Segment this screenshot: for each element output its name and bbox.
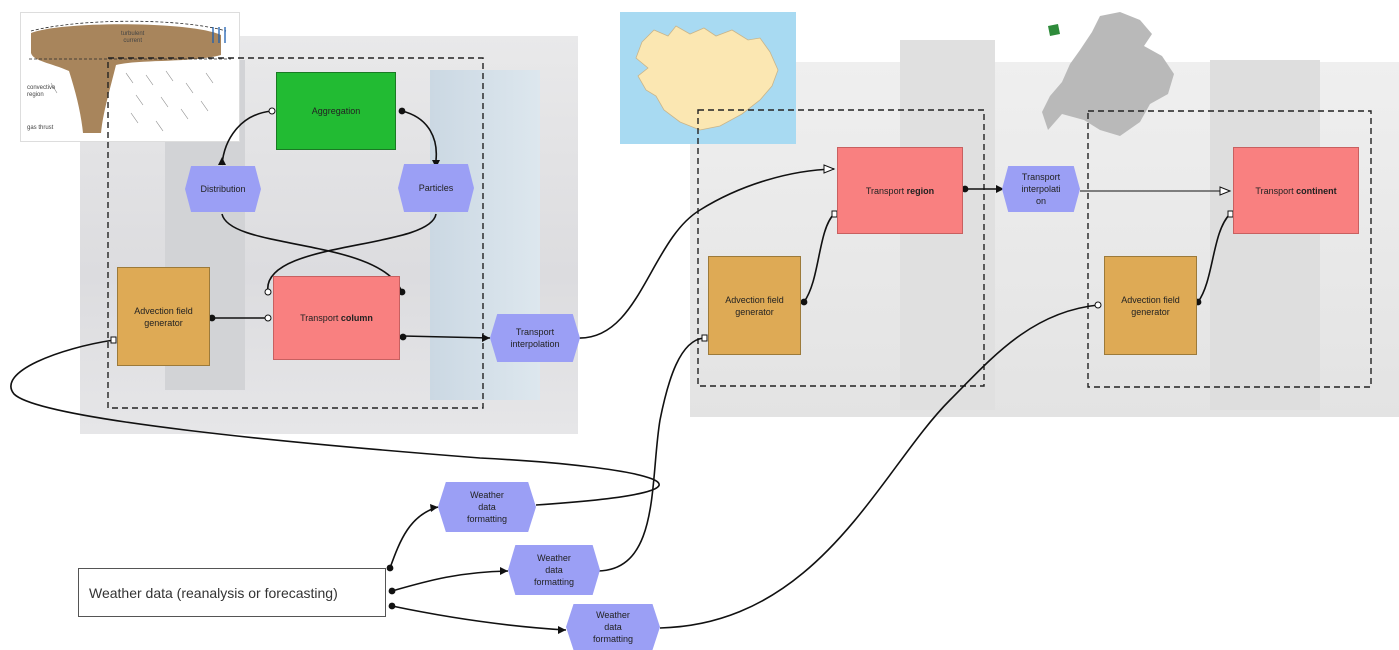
weather-data-source-label: Weather data (reanalysis or forecasting) [89, 584, 338, 601]
iceland-map [620, 12, 796, 144]
edge-interp-region [577, 168, 835, 339]
edge-formatting1-left-advection [10, 339, 660, 506]
edge-cross-2 [267, 213, 437, 293]
plume-label-gas-thrust: gas thrust [27, 125, 54, 131]
port [264, 314, 272, 322]
middle-transport-interpolation-label: Transport interpolati on [1021, 172, 1061, 206]
port [961, 185, 969, 193]
port [386, 564, 394, 572]
arrow-head [218, 157, 226, 165]
arrow-head [823, 164, 836, 174]
plume-diagram: turbulent current convective region gas … [20, 12, 240, 142]
transport-column-prefix: Transport [300, 313, 341, 323]
weather-data-source[interactable]: Weather data (reanalysis or forecasting) [78, 568, 386, 617]
arrow-head [558, 626, 566, 634]
middle-transport-interpolation-node[interactable]: Transport interpolati on [1002, 166, 1080, 212]
port [399, 333, 407, 341]
transport-continent-node[interactable]: Transport continent [1233, 147, 1359, 234]
port [110, 336, 117, 344]
server-rack-right-2 [1210, 60, 1320, 410]
transport-region-prefix: Transport [865, 185, 907, 196]
arrow-head [482, 334, 490, 342]
distribution-label: Distribution [200, 184, 246, 194]
right-advection-label: Advection field generator [1121, 294, 1180, 317]
edge-formatting3-right-advection [659, 304, 1099, 629]
edge-mid-advection-region [803, 213, 835, 303]
plume-label-convective: convective region [27, 85, 56, 98]
weather-formatting-node-2[interactable]: Weather data formatting [508, 545, 600, 595]
port [398, 288, 406, 296]
port [398, 107, 406, 115]
edge-right-advection-continent [1197, 213, 1231, 303]
port [701, 334, 708, 342]
weather-formatting-node-1[interactable]: Weather data formatting [438, 482, 536, 532]
weather-formatting-label-3: Weather data formatting [592, 610, 634, 644]
edge-cross-1 [221, 213, 403, 293]
plume-label-turbulent: turbulent current [121, 31, 145, 44]
edge-transport-interp [402, 335, 491, 339]
port [208, 314, 216, 322]
arrow-head [500, 567, 508, 575]
arrow-head [996, 185, 1004, 193]
port [1094, 301, 1102, 309]
edge-weather-formatting2 [391, 570, 509, 592]
edge-aggregation-particles [401, 110, 438, 161]
port [800, 298, 808, 306]
weather-formatting-label-2: Weather data formatting [533, 553, 575, 587]
plume-drawing [29, 20, 231, 133]
arrow-head [1219, 186, 1232, 196]
port [388, 602, 396, 610]
weather-formatting-node-3[interactable]: Weather data formatting [566, 604, 660, 650]
transport-continent-prefix: Transport [1255, 185, 1297, 196]
edge-formatting2-middle-advection [597, 337, 705, 572]
particles-label: Particles [418, 183, 454, 193]
europe-drawing [1042, 12, 1174, 136]
transport-region-bold: region [906, 185, 935, 196]
aggregation-label: Aggregation [311, 106, 361, 116]
arrow-head [430, 504, 438, 512]
edge-weather-formatting3 [391, 605, 567, 631]
port [388, 587, 396, 595]
middle-module-boundary [697, 109, 985, 387]
left-module-boundary [107, 57, 484, 409]
transport-region-node[interactable]: Transport region [837, 147, 963, 234]
middle-advection-generator-node[interactable]: Advection field generator [708, 256, 801, 355]
right-advection-generator-node[interactable]: Advection field generator [1104, 256, 1197, 355]
right-module-boundary [1087, 110, 1372, 388]
port [264, 288, 272, 296]
transport-column-bold: column [340, 313, 373, 323]
weather-formatting-label-1: Weather data formatting [466, 490, 508, 524]
transport-continent-bold: continent [1296, 185, 1337, 196]
iceland-drawing [635, 25, 779, 131]
port [268, 107, 276, 115]
distribution-node[interactable]: Distribution [185, 166, 261, 212]
left-transport-interpolation-label: Transport interpolation [510, 327, 560, 349]
left-advection-label: Advection field generator [134, 305, 193, 328]
left-advection-generator-node[interactable]: Advection field generator [117, 267, 210, 366]
europe-map [1040, 12, 1180, 142]
edge-aggregation-distribution [221, 110, 273, 166]
particles-node[interactable]: Particles [398, 164, 474, 212]
transport-column-node[interactable]: Transport column [273, 276, 400, 360]
left-transport-interpolation-node[interactable]: Transport interpolation [490, 314, 580, 362]
middle-advection-label: Advection field generator [725, 294, 784, 317]
aggregation-node[interactable]: Aggregation [276, 72, 396, 150]
edge-weather-formatting1 [389, 506, 439, 569]
